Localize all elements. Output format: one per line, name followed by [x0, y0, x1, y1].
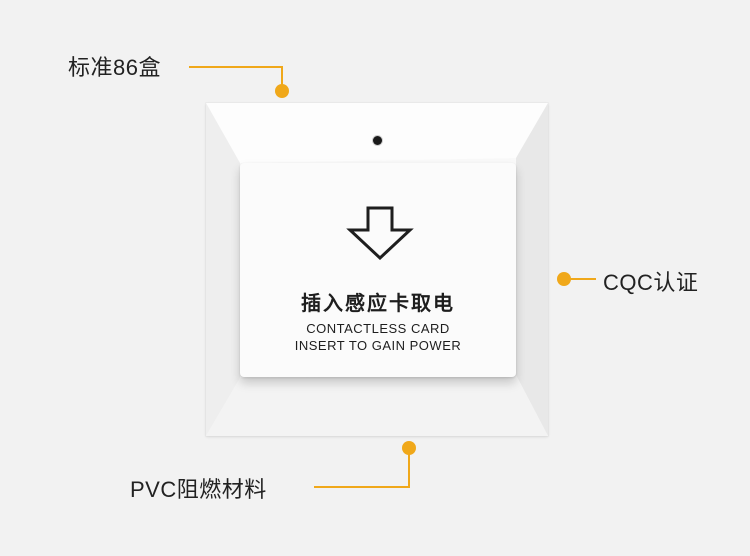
down-arrow-icon	[346, 206, 414, 261]
card-instruction-english-line2: INSERT TO GAIN POWER	[294, 338, 462, 353]
callout-pvc-flame-retardant: PVC阻燃材料	[130, 477, 267, 502]
callout-cqc-certification: CQC认证	[603, 270, 699, 295]
panel-bevel-shading	[206, 103, 548, 436]
callout-line-bottom-vertical	[408, 448, 410, 488]
indicator-hole	[373, 136, 382, 145]
callout-line-right	[564, 278, 596, 280]
callout-dot-top	[275, 84, 289, 98]
callout-line-top-horizontal	[189, 66, 282, 68]
callout-line-top-vertical	[281, 66, 283, 90]
card-slot-face[interactable]	[240, 163, 516, 377]
card-instruction-chinese: 插入感应卡取电	[301, 293, 455, 315]
callout-standard-86-box: 标准86盒	[68, 55, 161, 80]
card-instruction-english-line1: CONTACTLESS CARD	[306, 321, 450, 336]
callout-line-bottom-horizontal	[314, 486, 410, 488]
